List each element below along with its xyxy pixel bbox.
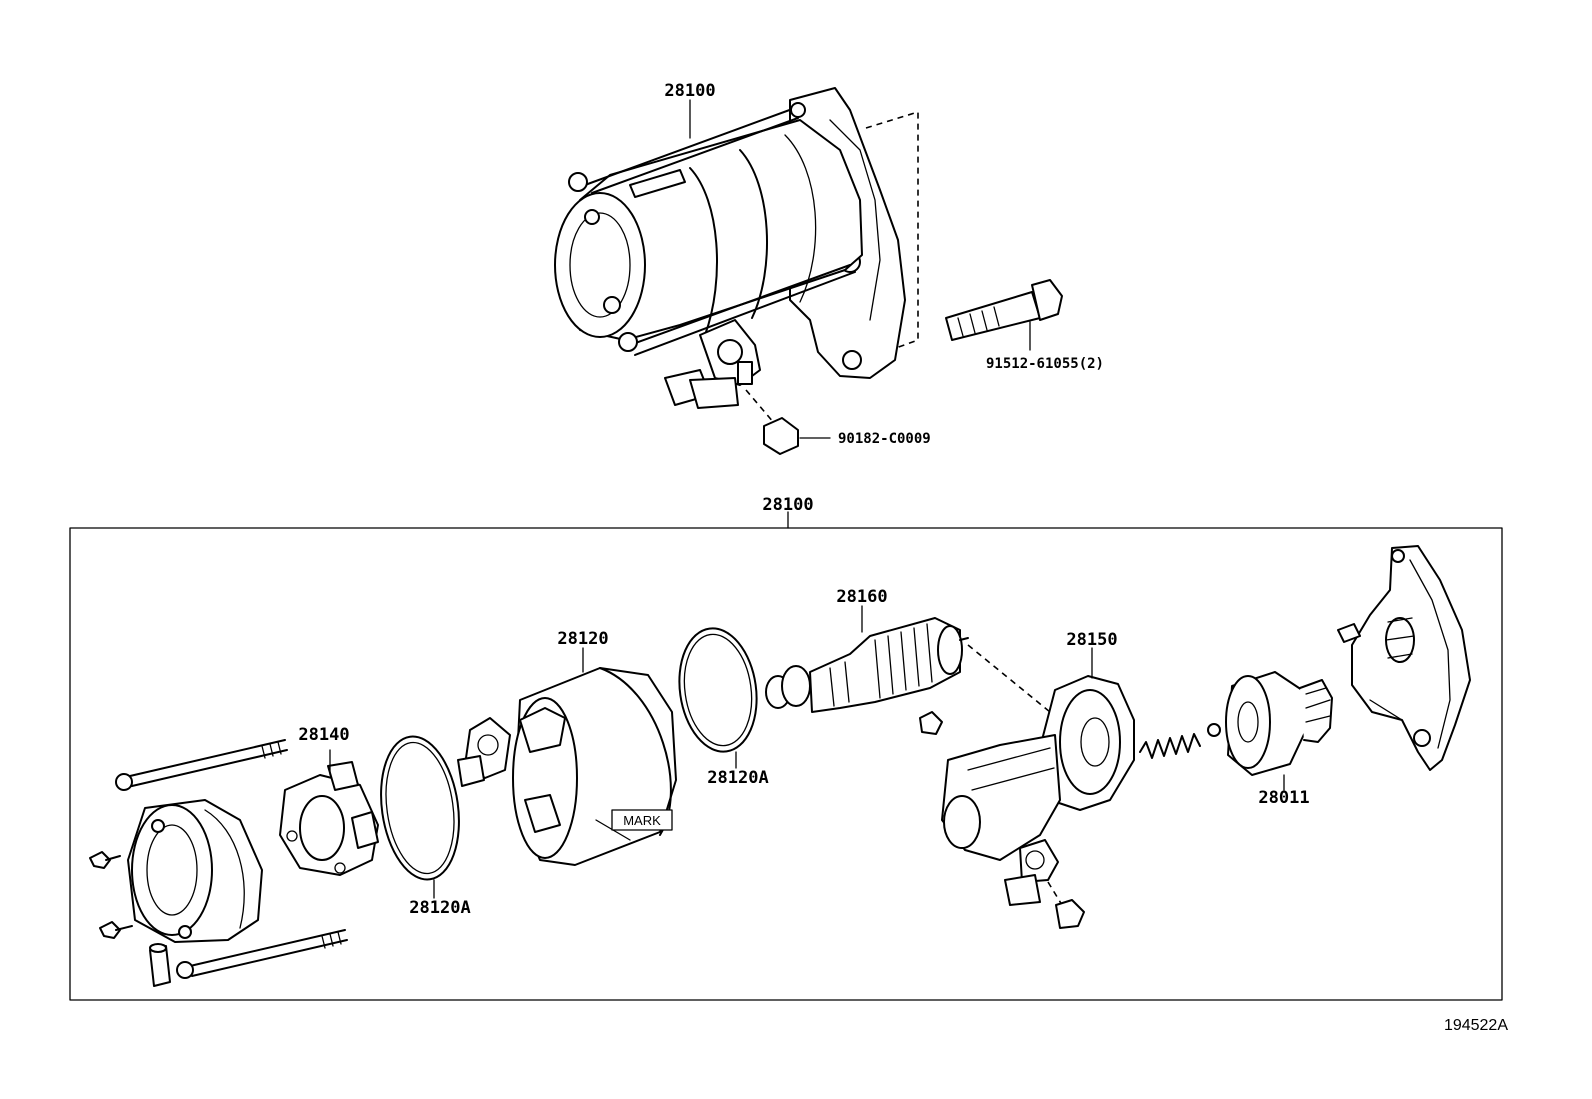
o-ring-right: 28120A <box>678 627 769 788</box>
armature-28160: 28160 <box>765 587 1051 713</box>
label-28100-box: 28100 <box>762 495 813 515</box>
yoke-28120: 28120 MARK <box>457 629 677 866</box>
label-28160: 28160 <box>836 587 887 607</box>
drive-housing <box>1337 545 1471 771</box>
brush-holder-28140: 28140 <box>279 725 379 876</box>
label-28011: 28011 <box>1258 788 1309 808</box>
starter-assembly <box>554 87 919 431</box>
magnet-switch-28150: 28150 <box>919 630 1135 929</box>
return-spring <box>1139 723 1221 759</box>
mark-tag: MARK <box>623 813 661 828</box>
o-ring-left: 28120A <box>380 735 471 918</box>
clutch-28011: 28011 <box>1225 671 1333 808</box>
exploded-view-frame: 28100 <box>69 495 1503 1001</box>
label-28120: 28120 <box>557 629 608 649</box>
screws <box>89 851 171 987</box>
label-nut: 90182-C0009 <box>838 431 931 447</box>
label-28120A-right: 28120A <box>707 768 768 788</box>
callout-28100-top: 28100 <box>664 81 716 139</box>
figure-id: 194522A <box>1444 1017 1508 1034</box>
end-cover <box>127 799 263 943</box>
nut-part: 90182-C0009 <box>763 417 931 455</box>
bolt-part: 91512-61055(2) <box>945 279 1104 372</box>
label-bolt: 91512-61055(2) <box>986 356 1104 372</box>
label-28120A-left: 28120A <box>409 898 470 918</box>
label-28150: 28150 <box>1066 630 1117 650</box>
through-bolts <box>115 739 348 979</box>
label-28100-top: 28100 <box>664 81 715 101</box>
label-28140: 28140 <box>298 725 349 745</box>
